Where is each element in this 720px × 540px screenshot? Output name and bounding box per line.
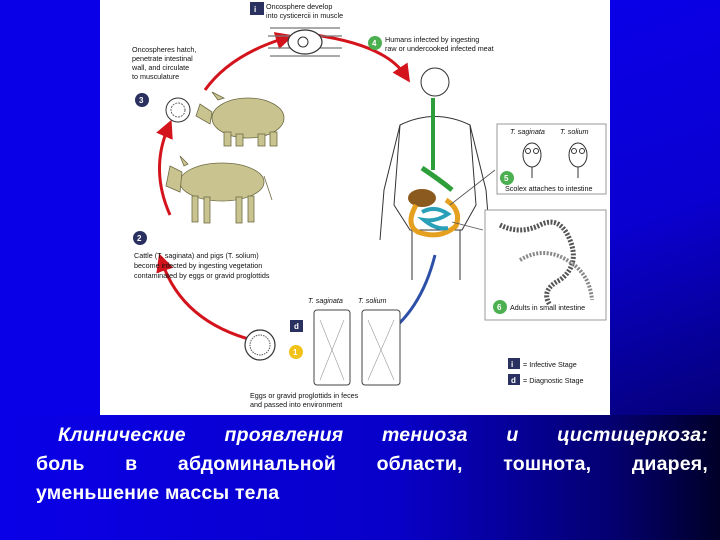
background-gradient-bottom: [0, 415, 720, 540]
human-body-image: [379, 67, 491, 280]
svg-text:i: i: [254, 5, 256, 14]
svg-text:to musculature: to musculature: [132, 72, 179, 81]
pig-image: [195, 91, 285, 147]
svg-text:contaminated by eggs or gravid: contaminated by eggs or gravid proglotti…: [134, 271, 270, 280]
svg-text:Adults in small intestine: Adults in small intestine: [510, 303, 585, 312]
svg-text:= Diagnostic Stage: = Diagnostic Stage: [523, 376, 584, 385]
svg-text:5: 5: [504, 174, 509, 183]
marker-diagnostic-d: d: [290, 320, 303, 332]
caption-line-3: уменьшение массы тела: [36, 482, 280, 504]
scolex-box: T. saginata T. solium: [496, 123, 607, 195]
adult-worms-box: [484, 209, 607, 321]
svg-text:Cattle (T. saginata) and pigs: Cattle (T. saginata) and pigs (T. solium…: [134, 251, 259, 260]
caption-line-1: Клинические проявления тениоза и цистице…: [58, 424, 708, 446]
cysticercus-in-muscle-image: [268, 27, 342, 57]
life-cycle-diagram: i Oncosphere develop into cysticercii in…: [100, 0, 610, 415]
arrow-cattle-to-pig: [156, 119, 173, 216]
svg-text:into cysticercii in muscle: into cysticercii in muscle: [266, 11, 343, 20]
svg-text:Oncospheres hatch,: Oncospheres hatch,: [132, 45, 196, 54]
pointer-line-scolex: [449, 169, 496, 206]
slide-caption: Клинические проявления тениоза и цистице…: [36, 421, 708, 508]
proglottids-image: [313, 309, 401, 386]
marker-stage2: 2: [133, 231, 147, 245]
svg-text:2: 2: [137, 234, 142, 243]
svg-text:i: i: [511, 360, 513, 369]
svg-text:d: d: [294, 322, 299, 331]
svg-text:T. saginata: T. saginata: [510, 127, 545, 136]
marker-stage4: 4: [368, 36, 382, 50]
svg-text:penetrate intestinal: penetrate intestinal: [132, 54, 193, 63]
svg-text:Scolex attaches to intestine: Scolex attaches to intestine: [505, 184, 593, 193]
svg-text:= Infective Stage: = Infective Stage: [523, 360, 577, 369]
svg-text:4: 4: [372, 39, 377, 48]
cattle-image: [165, 155, 273, 224]
svg-text:raw or undercooked infected me: raw or undercooked infected meat: [385, 44, 494, 53]
marker-stage1-infective: i: [250, 2, 264, 15]
marker-stage3: 3: [135, 93, 149, 107]
svg-text:become infected by ingesting v: become infected by ingesting vegetation: [134, 261, 262, 270]
marker-stage6: 6: [493, 300, 507, 314]
arrow-pig-to-stage1: [203, 32, 294, 91]
svg-text:wall, and circulate: wall, and circulate: [131, 63, 189, 72]
svg-text:d: d: [511, 376, 516, 385]
oncosphere-image: [165, 97, 191, 123]
svg-text:T. solium: T. solium: [560, 127, 589, 136]
svg-text:1: 1: [293, 348, 298, 357]
life-cycle-svg: i Oncosphere develop into cysticercii in…: [131, 2, 607, 409]
svg-text:T. solium: T. solium: [358, 296, 387, 305]
svg-text:and passed into environment: and passed into environment: [250, 400, 342, 409]
marker-stage1-yellow: 1: [289, 345, 303, 359]
svg-text:Oncosphere develop: Oncosphere develop: [266, 2, 332, 11]
egg-image: [244, 329, 276, 361]
marker-stage5: 5: [500, 171, 514, 185]
legend: i = Infective Stage d = Diagnostic Stage: [508, 358, 584, 385]
svg-text:T. saginata: T. saginata: [308, 296, 343, 305]
arrow-stage1-to-human: [314, 33, 410, 83]
svg-text:Eggs or gravid proglottids in: Eggs or gravid proglottids in feces: [250, 391, 359, 400]
svg-text:Humans infected by ingesting: Humans infected by ingesting: [385, 35, 479, 44]
svg-text:3: 3: [139, 96, 144, 105]
caption-line-2: боль в абдоминальной области, тошнота, д…: [36, 453, 708, 475]
pointer-line-adults: [451, 221, 484, 231]
svg-text:6: 6: [497, 303, 502, 312]
